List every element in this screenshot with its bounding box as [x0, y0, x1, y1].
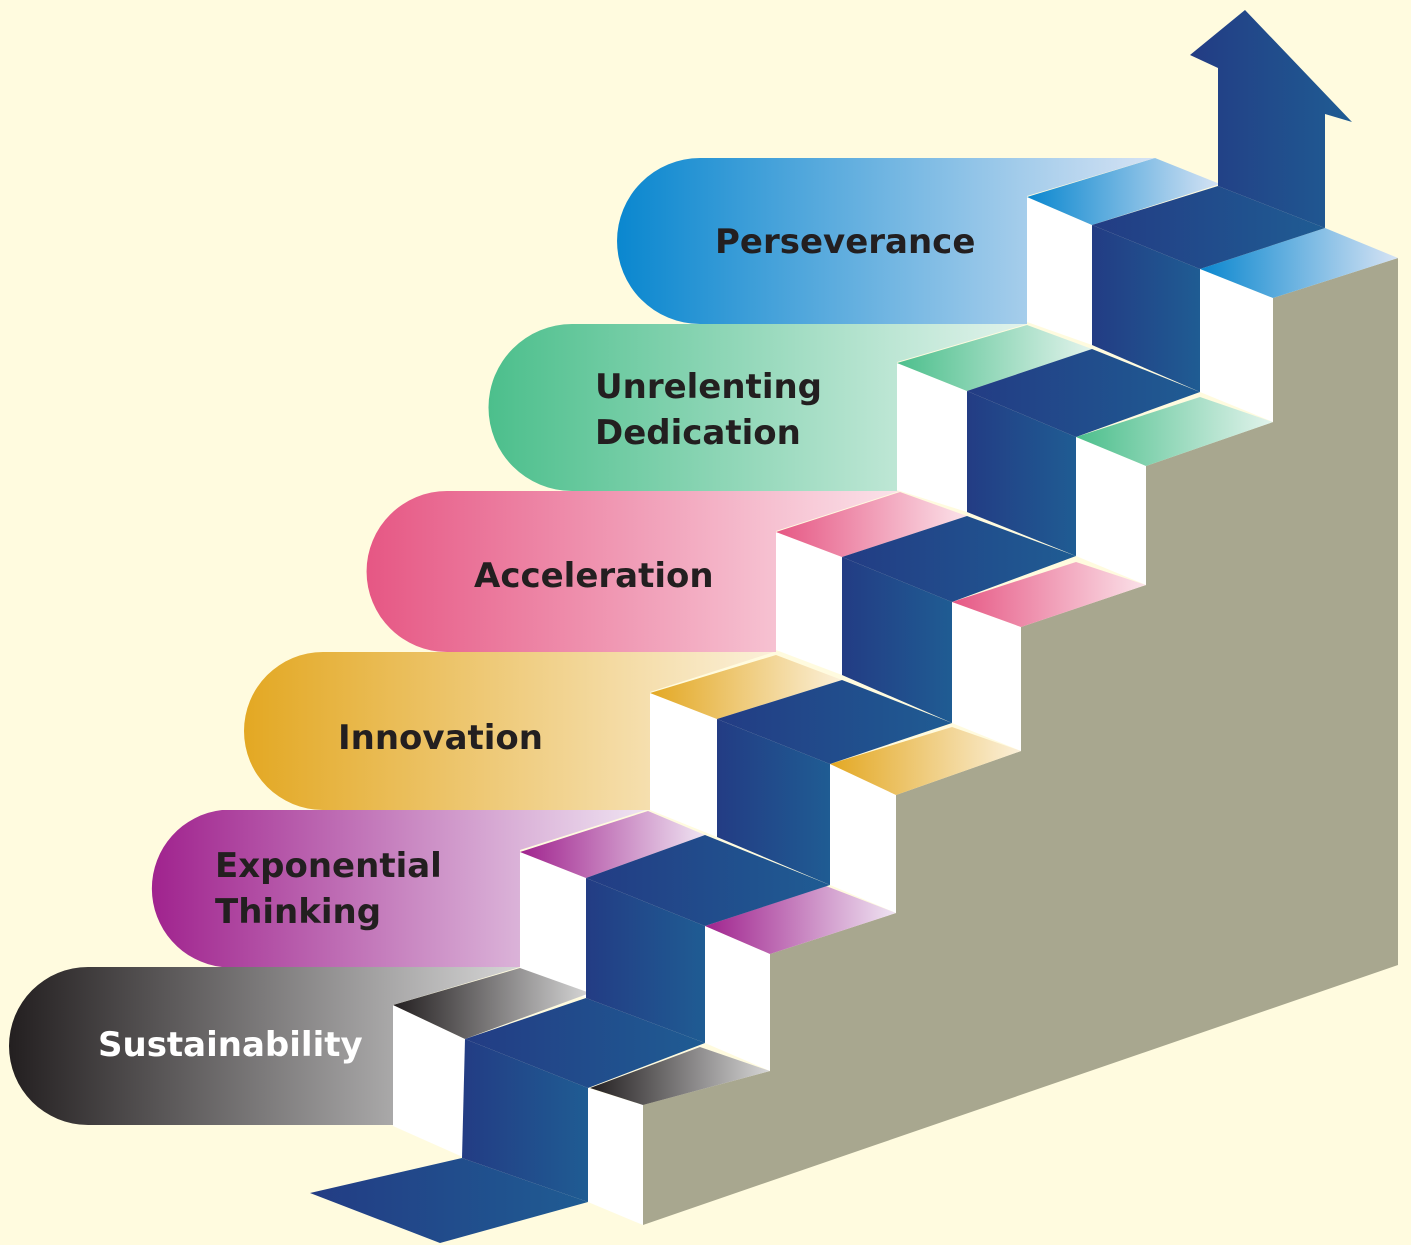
step-label-line: Unrelenting — [595, 367, 823, 407]
step-label-perseverance: Perseverance — [715, 222, 976, 262]
blue-staircase-path — [310, 186, 1325, 1243]
pill-banners — [9, 158, 1155, 1125]
pill-unrelenting-dedication — [488, 324, 1028, 492]
up-arrow-icon — [1190, 10, 1352, 228]
step-label-sustainability: Sustainability — [98, 1025, 363, 1065]
pill-sustainability — [9, 967, 520, 1125]
pill-acceleration — [366, 491, 901, 652]
step-label-line: Thinking — [215, 892, 382, 932]
step-label-unrelenting-dedication: Unrelenting Dedication — [595, 364, 822, 456]
staircase-side-face — [643, 258, 1398, 1225]
step-label-line: Dedication — [595, 413, 801, 453]
step-label-acceleration: Acceleration — [474, 556, 714, 596]
step-label-innovation: Innovation — [338, 718, 543, 758]
pill-exponential-thinking — [151, 810, 646, 967]
step-tops — [393, 158, 1398, 1105]
step-fronts — [393, 197, 1273, 1225]
step-label-line: Exponential — [215, 846, 442, 886]
pill-innovation — [244, 652, 774, 810]
step-label-exponential-thinking: Exponential Thinking — [215, 843, 442, 935]
pill-perseverance — [617, 158, 1155, 324]
